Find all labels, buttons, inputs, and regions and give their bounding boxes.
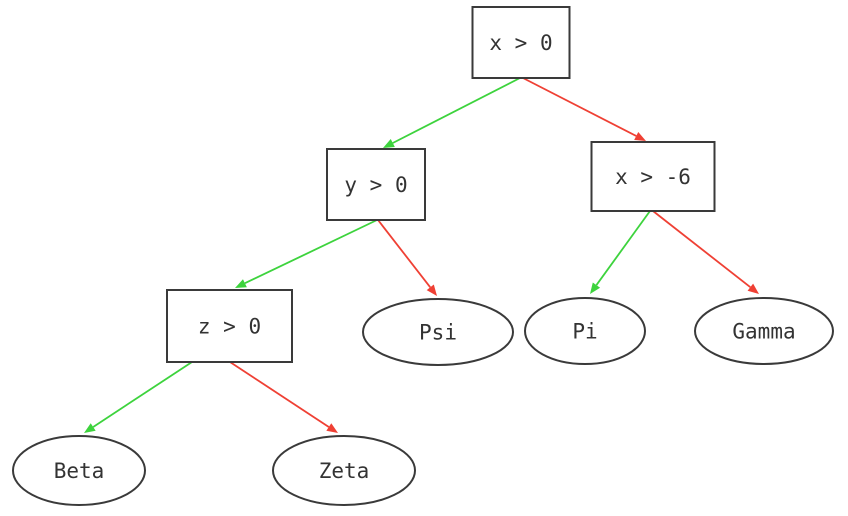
tree-node-zeta: Zeta — [272, 435, 416, 506]
edge-line-false — [229, 361, 330, 428]
arrowhead-icon — [590, 282, 601, 294]
node-label-zeta: Zeta — [319, 459, 370, 483]
leaf-node-ellipse — [694, 297, 834, 365]
tree-node-beta: Beta — [12, 435, 146, 506]
arrowhead-icon — [747, 283, 759, 294]
decision-node-box — [326, 148, 426, 221]
edge-line-true — [244, 219, 378, 285]
edge-xm6-pi-true — [590, 210, 651, 294]
node-label-xm6: x > -6 — [615, 165, 691, 189]
edge-root-xm6-false — [522, 77, 646, 141]
decision-node-box — [166, 289, 293, 363]
node-label-y0: y > 0 — [344, 173, 407, 197]
edge-line-false — [377, 219, 431, 288]
node-label-z0: z > 0 — [198, 314, 261, 338]
arrowhead-icon — [235, 279, 247, 288]
tree-node-xm6: x > -6 — [590, 141, 716, 212]
arrowhead-icon — [383, 138, 395, 148]
edge-y0-psi-false — [377, 219, 437, 296]
leaf-node-ellipse — [524, 297, 646, 365]
tree-node-psi: Psi — [362, 298, 514, 366]
node-label-beta: Beta — [54, 459, 105, 483]
edge-line-true — [92, 361, 193, 428]
leaf-node-ellipse — [362, 298, 514, 366]
arrowhead-icon — [84, 423, 96, 433]
decision-node-box — [590, 141, 716, 212]
edge-xm6-gamma-false — [652, 210, 759, 294]
node-label-pi: Pi — [572, 319, 597, 343]
tree-node-gamma: Gamma — [694, 297, 834, 365]
tree-node-root: x > 0 — [471, 6, 571, 79]
edge-line-true — [595, 210, 651, 286]
edge-line-false — [652, 210, 751, 288]
leaf-node-ellipse — [12, 435, 146, 506]
arrowhead-icon — [426, 284, 437, 296]
tree-node-y0: y > 0 — [326, 148, 426, 221]
node-label-gamma: Gamma — [732, 319, 795, 343]
node-label-psi: Psi — [419, 320, 457, 344]
tree-node-pi: Pi — [524, 297, 646, 365]
leaf-node-ellipse — [272, 435, 416, 506]
edge-line-true — [392, 77, 521, 144]
decision-node-box — [471, 6, 571, 79]
edge-y0-z0-true — [235, 219, 378, 288]
tree-node-z0: z > 0 — [166, 289, 293, 363]
node-label-root: x > 0 — [489, 31, 552, 55]
edge-z0-beta-true — [84, 361, 193, 433]
edge-line-false — [522, 77, 637, 137]
edge-root-y0-true — [383, 77, 521, 148]
arrowhead-icon — [634, 131, 646, 141]
arrowhead-icon — [326, 423, 338, 433]
edge-z0-zeta-false — [229, 361, 338, 433]
